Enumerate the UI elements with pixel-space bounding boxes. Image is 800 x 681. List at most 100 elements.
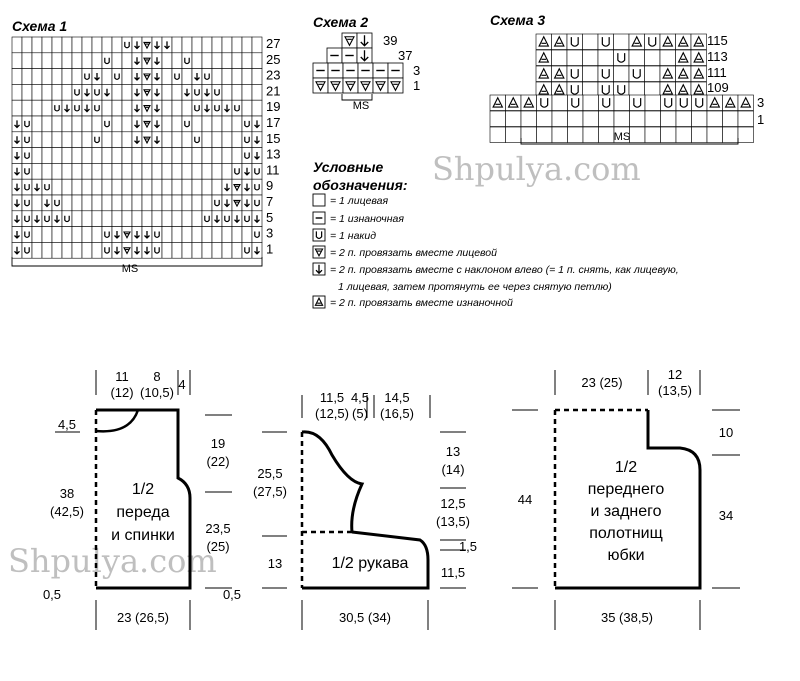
stitch-cell: [101, 194, 113, 212]
ssk-arrow-symbol: [154, 136, 160, 145]
stitch-cell: [161, 210, 173, 227]
stitch-cell: [141, 147, 153, 164]
pattern-skirt: 23 (25) 12 (13,5) 44 10 34 35 (38,5) 1/2…: [512, 367, 740, 630]
stitch-cell: [241, 68, 253, 85]
stitch-cell: [737, 126, 754, 143]
stitch-cell: [41, 210, 53, 227]
ssk-arrow-symbol: [154, 88, 160, 97]
ssk-arrow-symbol: [315, 264, 323, 275]
p2tog-symbol: [538, 35, 550, 47]
stitch-cell: [111, 115, 123, 133]
row-number-label: 23: [266, 68, 280, 83]
stitch-cell: [660, 126, 677, 143]
stitch-cell: [241, 52, 253, 69]
legend-item: = 2 п. провязать вместе лицевой: [312, 245, 497, 259]
p2tog-symbol: [553, 83, 565, 95]
stitch-cell: [91, 242, 103, 259]
stitch-cell: [659, 49, 676, 66]
stitch-cell: [71, 99, 83, 117]
stitch-cell: [201, 115, 213, 133]
ssk-arrow-symbol: [14, 183, 20, 192]
k2tog-symbol: [143, 120, 151, 129]
stitch-cell: [221, 68, 233, 85]
stitch-cell: [171, 194, 183, 212]
stitch-cell: [171, 242, 183, 259]
stitch-cell: [61, 115, 73, 133]
stitch-cell: [61, 226, 73, 243]
stitch-cell: [201, 131, 213, 148]
stitch-cell: [91, 99, 103, 117]
p2tog-symbol: [677, 51, 689, 63]
stitch-cell: [722, 126, 739, 143]
yarn-over-symbol: [44, 215, 50, 223]
ssk-arrow-symbol: [84, 88, 90, 97]
p2-top-left-sub: (12,5): [315, 406, 349, 421]
stitch-cell: [81, 210, 93, 227]
row-number-label: 109: [707, 80, 729, 95]
p2-label: 1/2 рукава: [332, 555, 409, 572]
stitch-cell: [628, 49, 645, 66]
yarn-over-symbol: [244, 120, 250, 128]
stitch-cell: [101, 210, 113, 227]
legend-text: = 1 лицевая: [330, 195, 389, 207]
ssk-arrow-symbol: [360, 35, 369, 47]
ssk-arrow-symbol: [224, 183, 230, 192]
stitch-cell: [241, 147, 253, 164]
row-number-label: 3: [757, 95, 764, 110]
stitch-cell: [121, 210, 133, 227]
stitch-cell: [231, 131, 243, 148]
yarn-over-symbol: [24, 231, 30, 238]
p3-label-1: 1/2: [615, 459, 637, 476]
stitch-cell: [121, 226, 133, 243]
stitch-cell: [505, 126, 522, 143]
stitch-cell: [201, 52, 213, 69]
stitch-cell: [181, 36, 193, 54]
stitch-cell: [221, 226, 233, 243]
stitch-cell: [161, 226, 173, 243]
yarn-over-symbol: [601, 37, 610, 47]
stitch-cell: [181, 210, 193, 227]
p1-top-left: 11: [115, 369, 129, 384]
stitch-cell: [644, 126, 661, 143]
yarn-over-symbol: [24, 120, 30, 128]
stitch-cell: [31, 226, 43, 243]
yarn-over-symbol: [54, 105, 60, 112]
p3-top-left: 23 (25): [581, 375, 622, 390]
yarn-over-symbol: [114, 73, 120, 80]
p2tog-symbol: [662, 67, 674, 79]
p2tog-symbol: [677, 67, 689, 79]
stitch-cell: [31, 68, 43, 85]
stitch-cell: [61, 131, 73, 148]
stitch-cell: [161, 84, 173, 101]
stitch-cell: [71, 163, 83, 180]
p1-right-lower: 23,5: [205, 521, 230, 536]
stitch-cell: [51, 242, 63, 259]
stitch-cell: [567, 94, 584, 111]
k2tog-symbol: [233, 199, 241, 208]
yarn-over-symbol: [194, 136, 200, 144]
stitch-cell: [131, 210, 143, 227]
stitch-cell: [101, 52, 113, 69]
stitch-cell: [21, 178, 33, 196]
stitch-cell: [161, 68, 173, 85]
stitch-cell: [211, 178, 223, 196]
ssk-arrow-symbol: [254, 246, 260, 255]
stitch-cell: [21, 163, 33, 180]
stitch-cell: [81, 178, 93, 196]
stitch-cell: [221, 147, 233, 164]
stitch-cell: [551, 126, 568, 143]
p3-top-right-sub: (13,5): [658, 383, 692, 398]
stitch-cell: [51, 131, 63, 148]
stitch-cell: [675, 126, 692, 143]
ssk-arrow-symbol: [134, 104, 140, 113]
k2tog-symbol: [143, 89, 151, 97]
yarn-over-symbol: [617, 53, 626, 63]
ssk-arrow-symbol: [34, 183, 40, 192]
stitch-cell: [91, 52, 103, 69]
stitch-cell: [111, 99, 123, 117]
ssk-arrow-symbol: [254, 120, 260, 129]
stitch-cell: [629, 126, 646, 143]
stitch-cell: [121, 68, 133, 85]
yarn-over-symbol: [94, 89, 100, 96]
